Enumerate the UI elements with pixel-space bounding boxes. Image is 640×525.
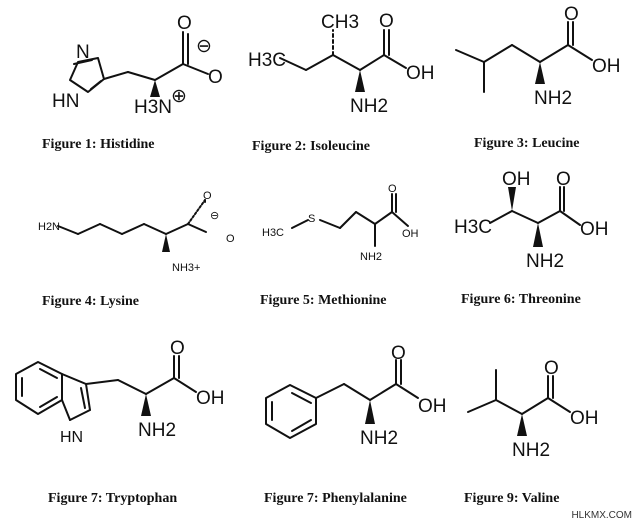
leucine-structure: O OH NH2 — [455, 4, 621, 109]
caption-threonine: Figure 6: Threonine — [461, 292, 581, 307]
valine-structure: O OH NH2 — [467, 358, 599, 461]
carbonyl-o-label: O — [379, 11, 394, 32]
indole-nh-label: HN — [60, 429, 83, 446]
amine-label: NH2 — [360, 251, 382, 263]
caption-tryptophan: Figure 7: Tryptophan — [48, 491, 178, 506]
caption-phenylalanine: Figure 7: Phenylalanine — [264, 491, 407, 506]
caption-valine: Figure 9: Valine — [464, 491, 560, 506]
caption-histidine: Figure 1: Histidine — [42, 137, 155, 152]
h3c-label: H3C — [262, 227, 284, 239]
ring-nh-label: HN — [52, 91, 79, 112]
ammonium-label: NH3+ — [172, 262, 200, 274]
carbonyl-o-label: O — [564, 4, 579, 25]
charge-minus-label: ⊖ — [210, 210, 219, 222]
hydroxyl-top-label: OH — [502, 169, 531, 190]
amine-label: NH2 — [138, 420, 176, 441]
hydroxyl-label: OH — [196, 388, 225, 409]
histidine-structure: N HN O ⊖ O H3N ⊕ — [52, 13, 223, 118]
isoleucine-structure: CH3 H3C O OH NH2 — [248, 11, 435, 117]
carbonyl-o-label: O — [544, 358, 559, 379]
amine-label: NH2 — [526, 251, 564, 272]
methionine-structure: H3C S O OH NH2 — [262, 183, 419, 263]
hydroxyl-label: OH — [592, 56, 621, 77]
charge-minus-label: ⊖ — [196, 36, 212, 57]
amine-label: NH2 — [350, 96, 388, 117]
carbonyl-o-label: O — [203, 190, 212, 202]
amine-label: NH2 — [512, 440, 550, 461]
threonine-structure: OH H3C O OH NH2 — [454, 169, 609, 272]
charge-plus-label: ⊕ — [171, 86, 187, 107]
hydroxyl-label: OH — [418, 396, 447, 417]
amine-label: NH2 — [534, 88, 572, 109]
hydroxyl-label: OH — [570, 408, 599, 429]
carboxylate-o-label: O — [208, 67, 223, 88]
carbonyl-o-label: O — [391, 343, 406, 364]
phenylalanine-structure: O OH NH2 — [265, 343, 447, 449]
caption-leucine: Figure 3: Leucine — [474, 136, 580, 151]
h3c-label: H3C — [454, 217, 492, 238]
sulfur-label: S — [308, 213, 315, 225]
caption-isoleucine: Figure 2: Isoleucine — [252, 139, 370, 154]
amine-label: NH2 — [360, 428, 398, 449]
tryptophan-structure: HN O OH NH2 — [15, 338, 225, 446]
carbonyl-o-label: O — [177, 13, 192, 34]
carbonyl-o-label: O — [388, 183, 397, 195]
h2n-label: H2N — [38, 221, 60, 233]
watermark: HLKMX.COM — [571, 510, 632, 521]
hydroxyl-label: OH — [402, 228, 419, 240]
carbonyl-o-label: O — [170, 338, 185, 359]
amine-label: H3N — [134, 97, 172, 118]
ring-n-label: N — [76, 42, 90, 63]
carbonyl-o-label: O — [556, 169, 571, 190]
lysine-structure: H2N O ⊖ O NH3+ — [38, 190, 235, 274]
caption-lysine: Figure 4: Lysine — [42, 294, 139, 309]
hydroxyl-label: OH — [406, 63, 435, 84]
carboxylate-o-label: O — [226, 233, 235, 245]
hydroxyl-label: OH — [580, 219, 609, 240]
caption-methionine: Figure 5: Methionine — [260, 293, 387, 308]
ch3-label: CH3 — [321, 12, 359, 33]
h3c-label: H3C — [248, 50, 286, 71]
